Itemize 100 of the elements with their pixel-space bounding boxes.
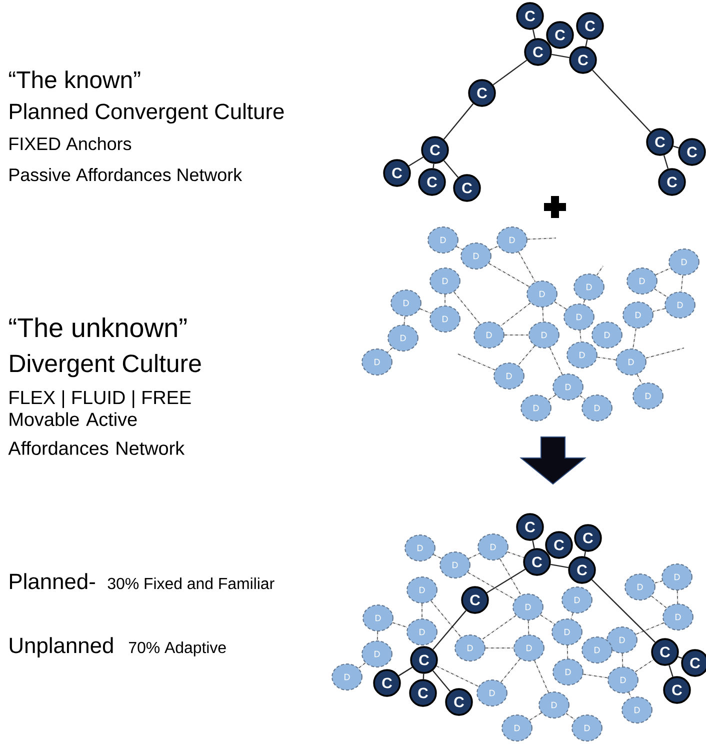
network-node: D (520, 394, 552, 422)
network-node: D (332, 664, 362, 690)
network-node: D (478, 534, 508, 560)
network-node: D (388, 324, 418, 352)
network-node: D (624, 574, 656, 600)
connector (673, 146, 679, 148)
connector (552, 54, 570, 58)
network-node: D (428, 226, 458, 254)
connector (584, 552, 586, 556)
connector (632, 328, 636, 350)
connector (489, 246, 499, 250)
network-node: C (681, 649, 706, 677)
label-text: FLEX | FLUID | FREE (10, 390, 191, 408)
network-node: D (474, 322, 504, 348)
network-node: C (523, 548, 551, 576)
connector (654, 580, 663, 584)
connector (376, 630, 378, 642)
network-node: C (576, 12, 604, 40)
connector (652, 308, 666, 312)
network-node: C (646, 128, 674, 156)
network-node: C (678, 138, 706, 166)
connector (432, 610, 466, 650)
connector (500, 558, 522, 596)
connector (486, 568, 526, 594)
network-node: D (566, 342, 598, 368)
network-node: D (460, 242, 492, 270)
network-node: D (592, 322, 622, 348)
network-node: D (622, 696, 652, 724)
network-node: D (406, 576, 438, 604)
label-text: “The known” (9, 70, 140, 88)
connector (540, 614, 556, 625)
connector (432, 670, 451, 692)
network-node: D (668, 248, 700, 276)
network-node: D (608, 666, 638, 694)
network-node: D (512, 594, 544, 620)
network-node: D (626, 268, 658, 294)
label-text: Planned- (10, 573, 95, 590)
connector (387, 347, 393, 353)
network-node: C (663, 676, 691, 704)
label-text: FIXED Anchors (10, 137, 132, 150)
network-node: D (362, 348, 392, 376)
network-node: C (516, 2, 544, 30)
network-node: D (362, 640, 392, 668)
connector (504, 334, 530, 336)
connector (596, 356, 616, 360)
network-node: C (569, 46, 597, 74)
network-node: D (526, 280, 558, 308)
connector (634, 659, 654, 672)
connector (582, 674, 608, 678)
connector (668, 665, 674, 677)
connector (358, 662, 366, 669)
network-node: D (572, 714, 602, 742)
connector (468, 552, 480, 560)
network-node: D (404, 534, 436, 562)
connector (443, 160, 459, 178)
connector (456, 246, 463, 250)
connector (636, 374, 642, 384)
network-node: D (664, 292, 696, 318)
label-text: 30% Fixed and Familiar (108, 577, 274, 590)
network-node: C (410, 646, 438, 674)
network-node: C (409, 679, 437, 707)
connector (550, 564, 568, 568)
network-node: D (502, 714, 532, 742)
connector (654, 288, 668, 298)
connector (554, 301, 567, 310)
connector (488, 262, 530, 288)
network-node: D (632, 382, 664, 410)
network-node: C (461, 586, 489, 614)
network-node: C (524, 38, 552, 66)
connector (392, 622, 408, 628)
network-node: C (418, 168, 446, 196)
network-node: C (568, 556, 596, 584)
network-node: D (494, 362, 524, 390)
connector (596, 266, 604, 276)
connector (518, 252, 536, 282)
label-text: Movable Active Affordances Network (8, 412, 185, 455)
connector (500, 302, 531, 327)
network-node: C (574, 524, 602, 552)
network-node: D (476, 680, 508, 706)
connector (419, 308, 432, 314)
connector (518, 345, 536, 366)
network-node: D (552, 618, 582, 646)
network-node: D (454, 634, 486, 662)
connector (650, 596, 668, 608)
network-node: C (373, 669, 401, 697)
connector (579, 395, 586, 400)
connector (570, 612, 574, 620)
network-node: D (440, 552, 470, 578)
network-node: C (445, 688, 473, 716)
label-text: “The unknown” (9, 318, 187, 338)
network-node: D (616, 348, 646, 376)
connector (500, 658, 520, 683)
network-node: C (545, 531, 573, 559)
network-node: D (622, 302, 654, 328)
network-node: D (582, 636, 612, 664)
network-node: C (421, 136, 449, 164)
network-node: D (564, 304, 594, 330)
connector (467, 572, 516, 600)
connector (680, 274, 684, 292)
connector (436, 666, 479, 687)
